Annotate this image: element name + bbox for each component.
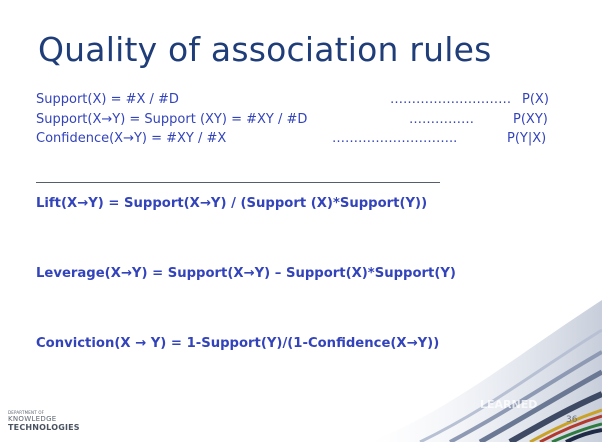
- conviction-formula: Conviction(X → Y) = 1-Support(Y)/(1-Conf…: [36, 336, 440, 351]
- department-logo: DEPARTMENT OF KNOWLEDGE TECHNOLOGIES: [8, 410, 80, 432]
- logo-line-2: KNOWLEDGE: [8, 415, 57, 423]
- definition-lhs: Support(X→Y) = Support (XY) = #XY / #D: [36, 111, 308, 127]
- watermark-text: LEARNED: [480, 398, 537, 411]
- logo-line-1: DEPARTMENT OF: [8, 410, 45, 415]
- divider: [36, 182, 440, 183]
- slide-title: Quality of association rules: [38, 30, 492, 69]
- definition-leader-dots: ………………………..: [332, 131, 458, 146]
- cable-bundle-decoration: LEARNED: [370, 300, 602, 442]
- definition-leader-dots: …………….…………: [390, 92, 512, 107]
- definition-probability: P(X): [522, 92, 549, 107]
- logo-line-3: TECHNOLOGIES: [8, 423, 80, 432]
- definition-lhs: Support(X) = #X / #D: [36, 92, 179, 107]
- definition-probability: P(Y|X): [507, 131, 547, 146]
- definition-lhs: Confidence(X→Y) = #XY / #X: [36, 131, 227, 146]
- leverage-formula: Leverage(X→Y) = Support(X→Y) – Support(X…: [36, 266, 456, 281]
- page-number: 36: [566, 415, 578, 425]
- definition-leader-dots: ……………: [409, 111, 474, 127]
- lift-formula: Lift(X→Y) = Support(X→Y) / (Support (X)*…: [36, 196, 428, 211]
- definition-probability: P(XY): [513, 111, 548, 127]
